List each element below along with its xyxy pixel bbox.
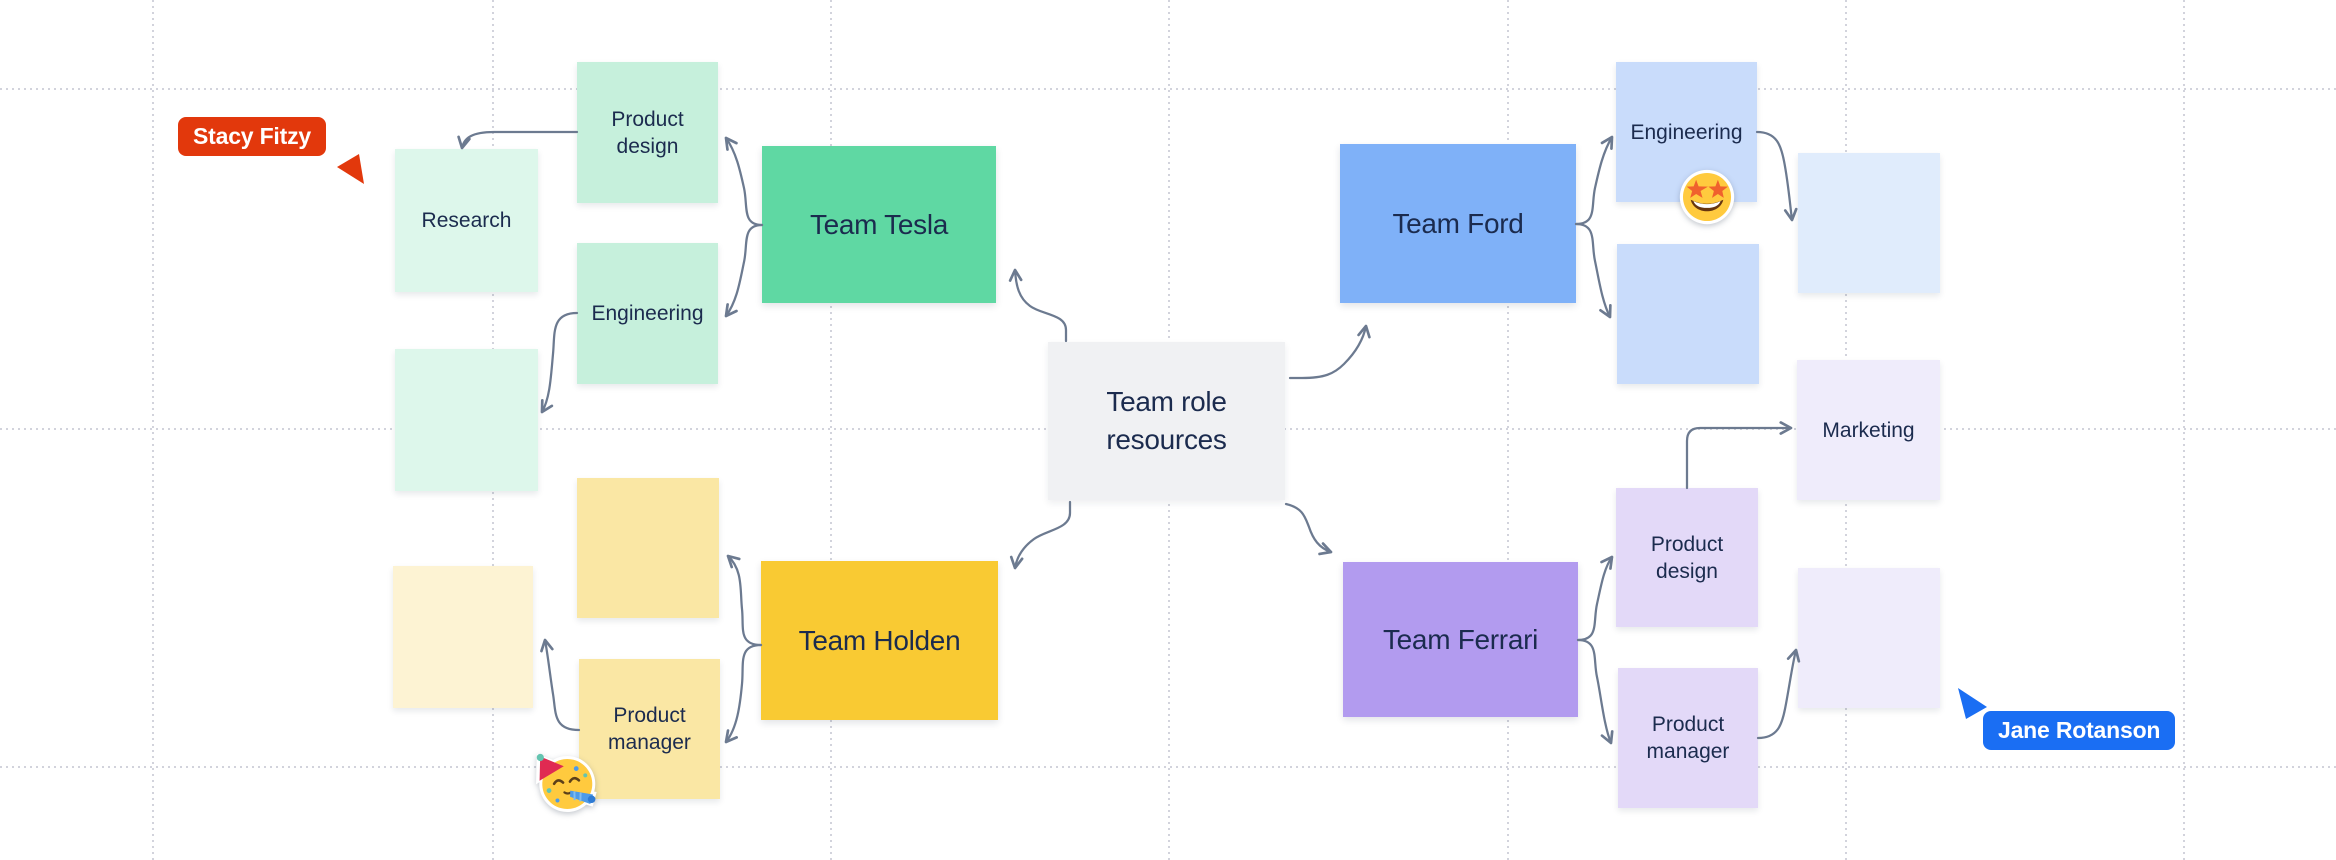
grid-line-vertical: [1507, 0, 1509, 860]
star-struck-emoji-sticker[interactable]: [1678, 168, 1736, 226]
collaborator-cursor-jane: [1958, 688, 1987, 719]
team-node-label: Team Tesla: [809, 208, 949, 240]
connector-holden-to-empty-yellow[interactable]: [726, 554, 763, 647]
sticky-note-marketing[interactable]: Marketing: [1797, 360, 1940, 500]
partying-face-emoji-sticker[interactable]: [535, 750, 599, 814]
collaborator-label-stacy: Stacy Fitzy: [178, 117, 326, 156]
connector-engineering-to-empty-mint[interactable]: [540, 311, 579, 414]
center-node-label: Team role resources: [1106, 386, 1227, 455]
team-node-ferrari[interactable]: Team Ferrari: [1343, 562, 1578, 717]
sticky-note-product-manager-holden[interactable]: Product manager: [579, 659, 720, 799]
collaborator-cursor-stacy: [337, 154, 364, 184]
team-node-holden[interactable]: Team Holden: [761, 561, 998, 720]
sticky-note-label: Product design: [611, 107, 684, 158]
sticky-note-empty-mint[interactable]: [395, 349, 538, 491]
connector-ferrari-to-product-manager[interactable]: [1576, 638, 1614, 745]
sticky-note-engineering-ford[interactable]: Engineering: [1616, 62, 1757, 202]
grid-line-horizontal: [0, 766, 2336, 768]
connector-tesla-to-engineering[interactable]: [724, 223, 764, 318]
sticky-note-product-manager-ferrari[interactable]: Product manager: [1618, 668, 1758, 808]
collaborator-label-jane: Jane Rotanson: [1983, 711, 2176, 750]
connector-holden-to-product-manager[interactable]: [724, 643, 763, 744]
sticky-note-empty-cream[interactable]: [393, 566, 533, 708]
team-node-label: Team Ford: [1392, 207, 1524, 239]
sticky-note-label: Product design: [1650, 532, 1724, 583]
sticky-note-empty-yellow[interactable]: [577, 478, 719, 618]
sticky-note-empty-lavender[interactable]: [1798, 568, 1940, 708]
sticky-note-engineering-tesla[interactable]: Engineering: [577, 243, 718, 384]
connector-product-design-to-research[interactable]: [457, 130, 579, 150]
sticky-note-label: Product manager: [1646, 713, 1730, 763]
team-node-label: Team Ferrari: [1382, 623, 1539, 655]
team-node-tesla[interactable]: Team Tesla: [762, 146, 996, 303]
sticky-note-label: Product manager: [608, 704, 691, 754]
connector-center-to-team-tesla[interactable]: [1008, 268, 1068, 343]
connector-engineering-to-empty-blue-light[interactable]: [1755, 130, 1798, 222]
connector-center-to-team-ferrari[interactable]: [1284, 502, 1333, 556]
sticky-note-label: Engineering: [591, 302, 704, 325]
connector-center-to-team-ford[interactable]: [1288, 324, 1371, 380]
grid-line-vertical: [830, 0, 832, 860]
connector-center-to-team-holden[interactable]: [1009, 500, 1072, 570]
sticky-note-product-design-tesla[interactable]: Product design: [577, 62, 718, 203]
sticky-note-research[interactable]: Research: [395, 149, 538, 292]
grid-line-vertical: [2183, 0, 2185, 860]
center-node-team-role-resources[interactable]: Team role resources: [1048, 342, 1285, 500]
connector-product-manager-to-empty-lavender[interactable]: [1756, 648, 1801, 740]
sticky-note-label: Engineering: [1630, 120, 1743, 144]
team-node-ford[interactable]: Team Ford: [1340, 144, 1576, 303]
connector-ford-to-engineering[interactable]: [1574, 135, 1614, 226]
connector-product-design-to-marketing[interactable]: [1685, 421, 1793, 490]
team-node-label: Team Holden: [798, 624, 961, 656]
sticky-note-product-design-ferrari[interactable]: Product design: [1616, 488, 1758, 627]
sticky-note-empty-blue[interactable]: [1617, 244, 1759, 384]
sticky-note-empty-blue-light[interactable]: [1798, 153, 1940, 293]
collaborator-name: Stacy Fitzy: [193, 123, 311, 149]
connector-tesla-to-product-design[interactable]: [724, 136, 764, 227]
sticky-note-label: Marketing: [1822, 418, 1915, 442]
connector-ferrari-to-product-design[interactable]: [1576, 555, 1614, 642]
connector-ford-to-empty-blue[interactable]: [1574, 222, 1612, 319]
grid-line-vertical: [152, 0, 154, 860]
connector-product-manager-to-empty-cream[interactable]: [540, 638, 581, 732]
grid-line-horizontal: [0, 88, 2336, 90]
collaborator-name: Jane Rotanson: [1998, 717, 2161, 743]
sticky-note-label: Research: [421, 209, 512, 232]
